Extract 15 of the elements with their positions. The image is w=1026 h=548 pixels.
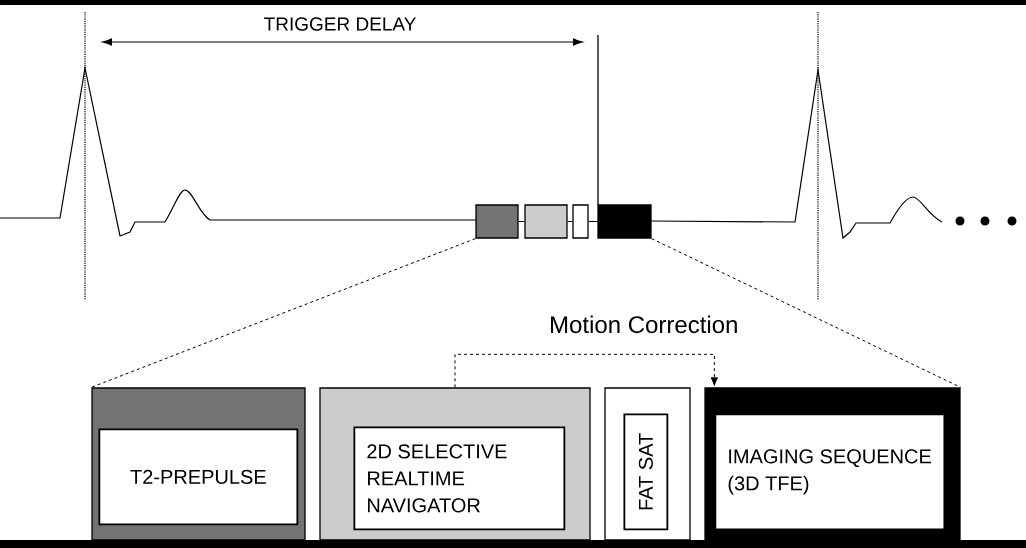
dimension-label: TRIGGER DELAY — [264, 17, 416, 31]
text-box: T2-PREPULSE — [98, 428, 299, 526]
text-box: 2D SELECTIVE REALTIME NAVIGATOR — [353, 426, 566, 531]
connector-line — [518, 221, 525, 222]
sequence-block — [597, 204, 652, 239]
arrow — [454, 353, 718, 388]
text-box: IMAGING SEQUENCE (3D TFE) — [714, 413, 946, 531]
sequence-block — [572, 204, 589, 239]
connector-line — [567, 221, 573, 222]
projection-line — [651, 238, 962, 388]
sequence-block — [475, 204, 519, 239]
edge-label: Motion Correction — [548, 314, 740, 335]
sequence-block — [524, 204, 568, 239]
text-box: FAT SAT — [623, 413, 669, 531]
connector-line — [588, 221, 598, 222]
